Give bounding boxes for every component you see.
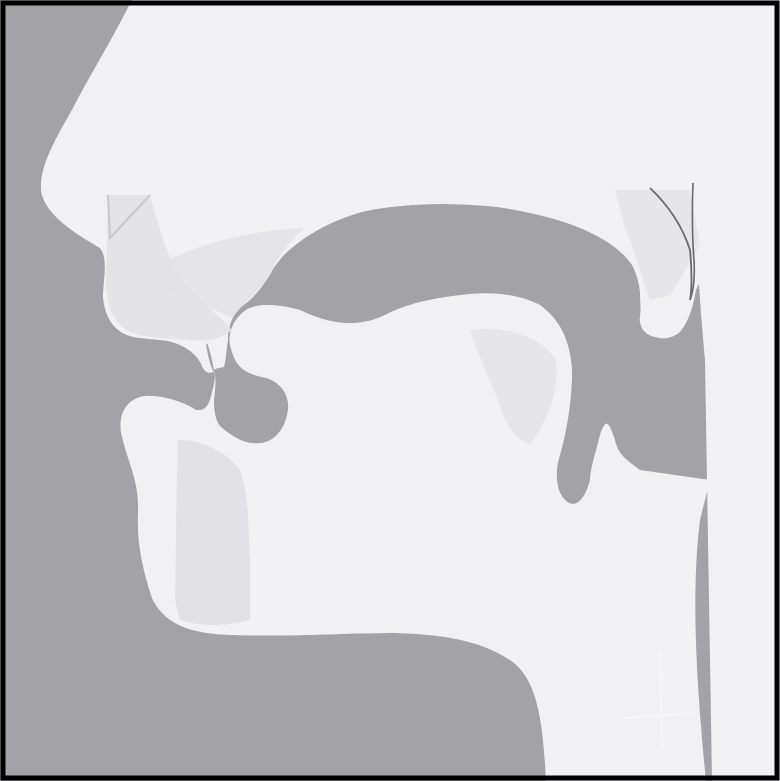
diagram-frame bbox=[0, 0, 780, 781]
vocal-tract-diagram bbox=[0, 0, 780, 781]
